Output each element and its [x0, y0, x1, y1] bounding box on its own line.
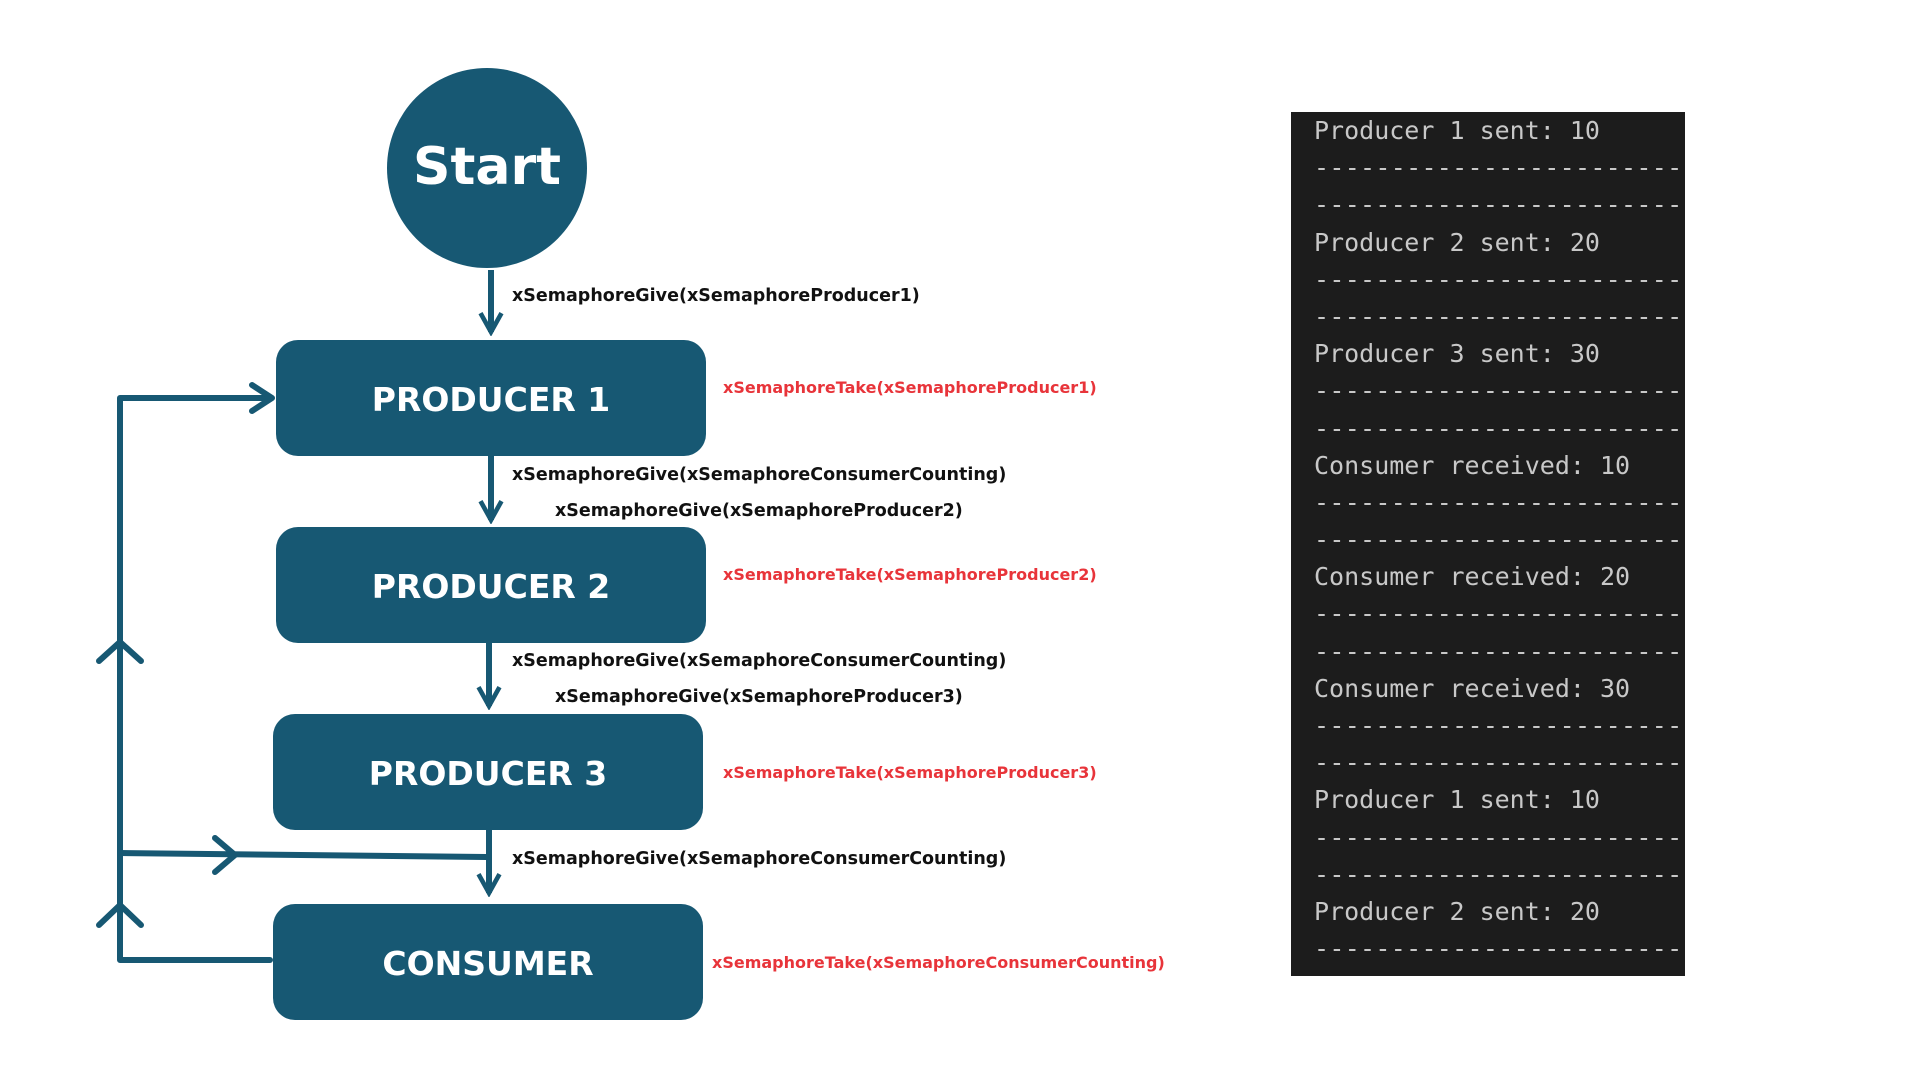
give-label-consumer-counting-1: xSemaphoreGive(xSemaphoreConsumerCountin…: [512, 465, 1006, 485]
terminal-message-line: Consumer received: 30: [1314, 673, 1631, 703]
terminal-separator-line: --------------------------: [1314, 934, 1685, 964]
take-label-producer3: xSemaphoreTake(xSemaphoreProducer3): [723, 763, 1097, 782]
terminal-separator-line: --------------------------: [1314, 264, 1685, 294]
give-label-producer1: xSemaphoreGive(xSemaphoreProducer1): [512, 286, 920, 306]
node-consumer-label: CONSUMER: [382, 944, 593, 983]
node-consumer: CONSUMER: [273, 904, 703, 1020]
feedback-loop: [96, 382, 489, 963]
terminal-separator-line: --------------------------: [1314, 153, 1685, 183]
terminal-separator-line: --------------------------: [1314, 711, 1685, 740]
loop-chevron-up-upper: [96, 639, 144, 664]
take-label-producer1: xSemaphoreTake(xSemaphoreProducer1): [723, 378, 1097, 397]
terminal-message-line: Producer 2 sent: 20: [1314, 896, 1600, 926]
terminal-message-line: Consumer received: 20: [1314, 562, 1631, 592]
terminal-message-line: Producer 3 sent: 30: [1314, 339, 1600, 369]
terminal-separator-line: --------------------------: [1314, 301, 1685, 331]
node-producer-2-label: PRODUCER 2: [372, 567, 610, 606]
take-label-producer2: xSemaphoreTake(xSemaphoreProducer2): [723, 565, 1097, 584]
node-producer-3: PRODUCER 3: [273, 714, 703, 830]
node-producer-3-label: PRODUCER 3: [369, 754, 607, 793]
give-label-producer2: xSemaphoreGive(xSemaphoreProducer2): [555, 501, 963, 521]
vertical-connectors: [489, 270, 491, 893]
terminal-separator-line: --------------------------: [1314, 487, 1685, 517]
terminal-message-line: Producer 1 sent: 10: [1314, 785, 1600, 815]
terminal-separator-line: --------------------------: [1314, 859, 1685, 889]
terminal-output: Producer 1 sent: 10 ---------------------…: [1291, 112, 1685, 976]
terminal-separator-line: --------------------------: [1314, 376, 1685, 406]
terminal-separator-line: --------------------------: [1314, 822, 1685, 852]
node-producer-1: PRODUCER 1: [276, 340, 706, 456]
terminal-message-line: Producer 2 sent: 20: [1314, 227, 1600, 257]
give-label-consumer-counting-2: xSemaphoreGive(xSemaphoreConsumerCountin…: [512, 651, 1006, 671]
terminal-lines: Producer 1 sent: 10 ---------------------…: [1291, 112, 1685, 967]
terminal-separator-line: --------------------------: [1314, 190, 1685, 220]
start-node: Start: [387, 68, 587, 268]
give-label-producer3: xSemaphoreGive(xSemaphoreProducer3): [555, 687, 963, 707]
terminal-separator-line: --------------------------: [1314, 748, 1685, 778]
give-label-consumer-counting-3: xSemaphoreGive(xSemaphoreConsumerCountin…: [512, 849, 1006, 869]
node-producer-2: PRODUCER 2: [276, 527, 706, 643]
terminal-message-line: Consumer received: 10: [1314, 450, 1631, 480]
terminal-message-line: Producer 1 sent: 10: [1314, 116, 1600, 145]
terminal-separator-line: --------------------------: [1314, 413, 1685, 443]
loop-branch-producer3: [117, 850, 489, 860]
terminal-separator-line: --------------------------: [1314, 636, 1685, 666]
loop-chevron-right: [212, 835, 238, 875]
terminal-separator-line: --------------------------: [1314, 599, 1685, 629]
loop-chevron-up-lower: [96, 902, 144, 928]
terminal-separator-line: --------------------------: [1314, 525, 1685, 555]
loop-arrowhead-producer1: [249, 382, 275, 414]
take-label-consumer: xSemaphoreTake(xSemaphoreConsumerCountin…: [712, 953, 1165, 972]
loop-line-consumer-to-producer1: [117, 395, 273, 963]
node-producer-1-label: PRODUCER 1: [372, 380, 610, 419]
start-label: Start: [413, 137, 561, 197]
